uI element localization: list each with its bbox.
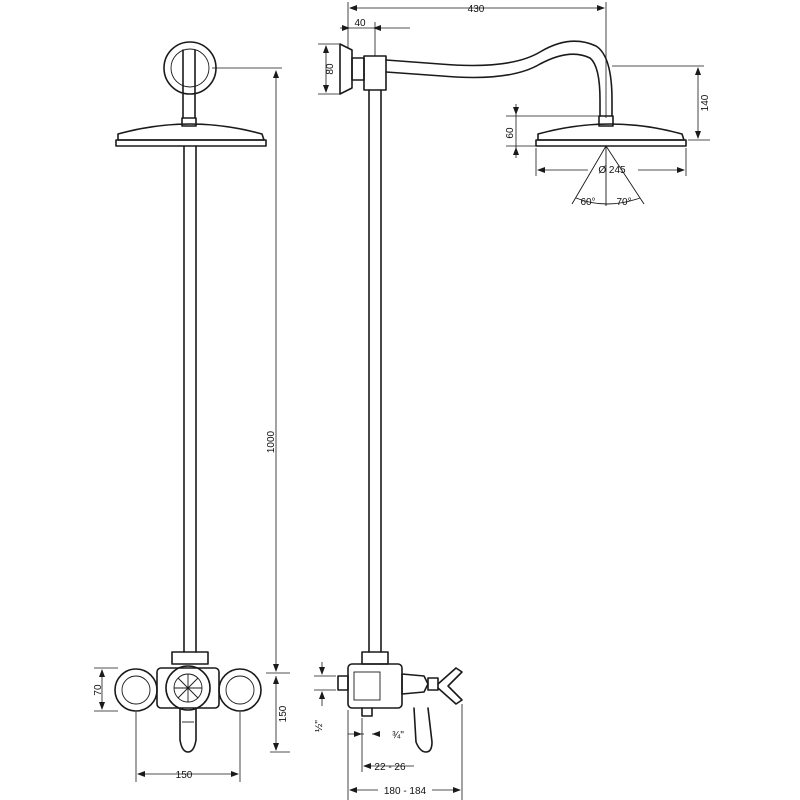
front-wall-rosette bbox=[163, 41, 217, 95]
side-riser-pipe bbox=[368, 89, 382, 653]
dim-offset-lines bbox=[347, 710, 414, 800]
dim-projection-arrow-right bbox=[597, 5, 605, 11]
side-arm-top bbox=[385, 40, 613, 117]
front-valve-dial bbox=[165, 665, 211, 711]
side-valve-stem bbox=[401, 673, 429, 695]
dim-inlet-arrow-top bbox=[319, 667, 325, 675]
dim-head-drop-label: 140 bbox=[700, 94, 711, 111]
dim-head-diameter-arrow-right bbox=[677, 167, 685, 173]
dim-wall-projection-label: 180 - 184 bbox=[384, 786, 427, 797]
dim-riser-height-label: 1000 bbox=[266, 430, 277, 453]
dim-outlet-arrow-left bbox=[354, 731, 362, 737]
front-handle-left bbox=[114, 668, 158, 712]
front-wall-rosette-inner bbox=[170, 48, 210, 88]
dim-head-height-arrow-bottom bbox=[513, 147, 519, 155]
spray-angle-lines bbox=[571, 145, 645, 206]
dim-inlet-lines bbox=[314, 662, 336, 706]
dim-riser-arrow-top bbox=[273, 70, 279, 78]
spray-angle-arc bbox=[575, 197, 641, 205]
dim-bracket-height-lines bbox=[318, 43, 340, 95]
dim-valve-height-arrow-top bbox=[273, 676, 279, 684]
dim-head-diameter-arrow-left bbox=[537, 167, 545, 173]
dim-bracket-height-arrow-bottom bbox=[323, 85, 329, 93]
dim-valve-width-lines bbox=[135, 712, 241, 782]
dim-bracket-depth-arrow-right bbox=[373, 25, 381, 31]
dim-bracket-height-arrow-top bbox=[323, 45, 329, 53]
dim-bracket-depth-lines bbox=[340, 22, 410, 56]
dim-valve-width-label: 150 bbox=[176, 770, 193, 781]
side-t-connector bbox=[363, 55, 387, 91]
front-shower-arm bbox=[182, 49, 196, 119]
front-outlet-spout bbox=[179, 707, 197, 753]
dim-projection-label: 430 bbox=[468, 4, 485, 15]
dim-projection-arrow-left bbox=[349, 5, 357, 11]
front-head-connector bbox=[181, 117, 197, 127]
dim-head-diameter-label: Ø 245 bbox=[598, 165, 626, 176]
side-arm-bottom bbox=[385, 53, 601, 117]
dim-valve-width-arrow-right bbox=[231, 771, 239, 777]
front-handle-left-inner bbox=[121, 675, 151, 705]
side-shower-head-rim bbox=[535, 139, 687, 147]
dim-wall-projection-mask bbox=[378, 783, 432, 795]
dim-bracket-depth-arrow-left bbox=[342, 25, 350, 31]
side-valve-cap bbox=[427, 677, 439, 691]
dim-bracket-height-label: 80 bbox=[325, 63, 336, 75]
dim-projection-lines bbox=[347, 2, 607, 118]
side-shower-head bbox=[537, 123, 685, 141]
dim-inlet-label: ½" bbox=[314, 720, 325, 732]
dim-inlet-arrow-bottom bbox=[319, 691, 325, 699]
front-shower-head-rim bbox=[115, 139, 267, 147]
dim-valve-width-arrow-left bbox=[137, 771, 145, 777]
dim-bracket-depth-label: 40 bbox=[354, 18, 366, 29]
side-valve-top bbox=[361, 651, 389, 665]
dim-head-height-arrow-top bbox=[513, 107, 519, 115]
dim-handle-height-arrow-top bbox=[99, 669, 105, 677]
front-riser-pipe bbox=[183, 145, 197, 653]
dim-offset-label: 22 - 26 bbox=[374, 762, 406, 773]
side-flange-collar bbox=[351, 57, 365, 81]
dim-handle-height-label: 70 bbox=[93, 684, 104, 696]
dim-valve-height-arrow-bottom bbox=[273, 743, 279, 751]
dim-riser-arrow-bottom bbox=[273, 664, 279, 672]
dim-outlet-arrow-right bbox=[372, 731, 380, 737]
side-cross-handle bbox=[437, 667, 463, 705]
front-valve-body bbox=[156, 667, 220, 709]
front-view: 1000 150 70 150 bbox=[93, 41, 290, 782]
front-handle-right bbox=[218, 668, 262, 712]
dim-riser-lines bbox=[212, 67, 290, 674]
dim-wall-projection-arrow-right bbox=[453, 787, 461, 793]
side-valve-inlet bbox=[337, 675, 349, 691]
side-outlet-spout bbox=[413, 707, 433, 753]
dim-handle-height-arrow-bottom bbox=[99, 702, 105, 710]
dim-head-height-label: 60 bbox=[505, 127, 516, 139]
dim-valve-height-label: 150 bbox=[278, 705, 289, 722]
front-valve-top bbox=[171, 651, 209, 665]
side-outlet-nut bbox=[361, 707, 373, 717]
dim-wall-projection-arrow-left bbox=[349, 787, 357, 793]
front-valve-cross bbox=[174, 674, 202, 702]
dim-valve-height-lines bbox=[270, 676, 290, 753]
spray-angle-left-label: 60° bbox=[580, 197, 595, 208]
front-handle-right-inner bbox=[225, 675, 255, 705]
dim-head-drop-arrow-top bbox=[695, 67, 701, 75]
dim-head-drop-lines bbox=[612, 65, 710, 141]
side-wall-flange bbox=[339, 43, 353, 95]
dim-offset-arrow bbox=[363, 763, 371, 769]
dim-head-diameter-mask bbox=[588, 162, 638, 175]
side-view: 430 40 80 140 60 Ø 245 60° 70° bbox=[314, 2, 711, 800]
side-valve-window bbox=[353, 671, 381, 701]
dim-outlet-label: ¾" bbox=[392, 730, 404, 741]
spray-angle-right-label: 70° bbox=[616, 197, 631, 208]
side-valve-body bbox=[347, 663, 403, 709]
dim-head-drop-arrow-bottom bbox=[695, 131, 701, 139]
